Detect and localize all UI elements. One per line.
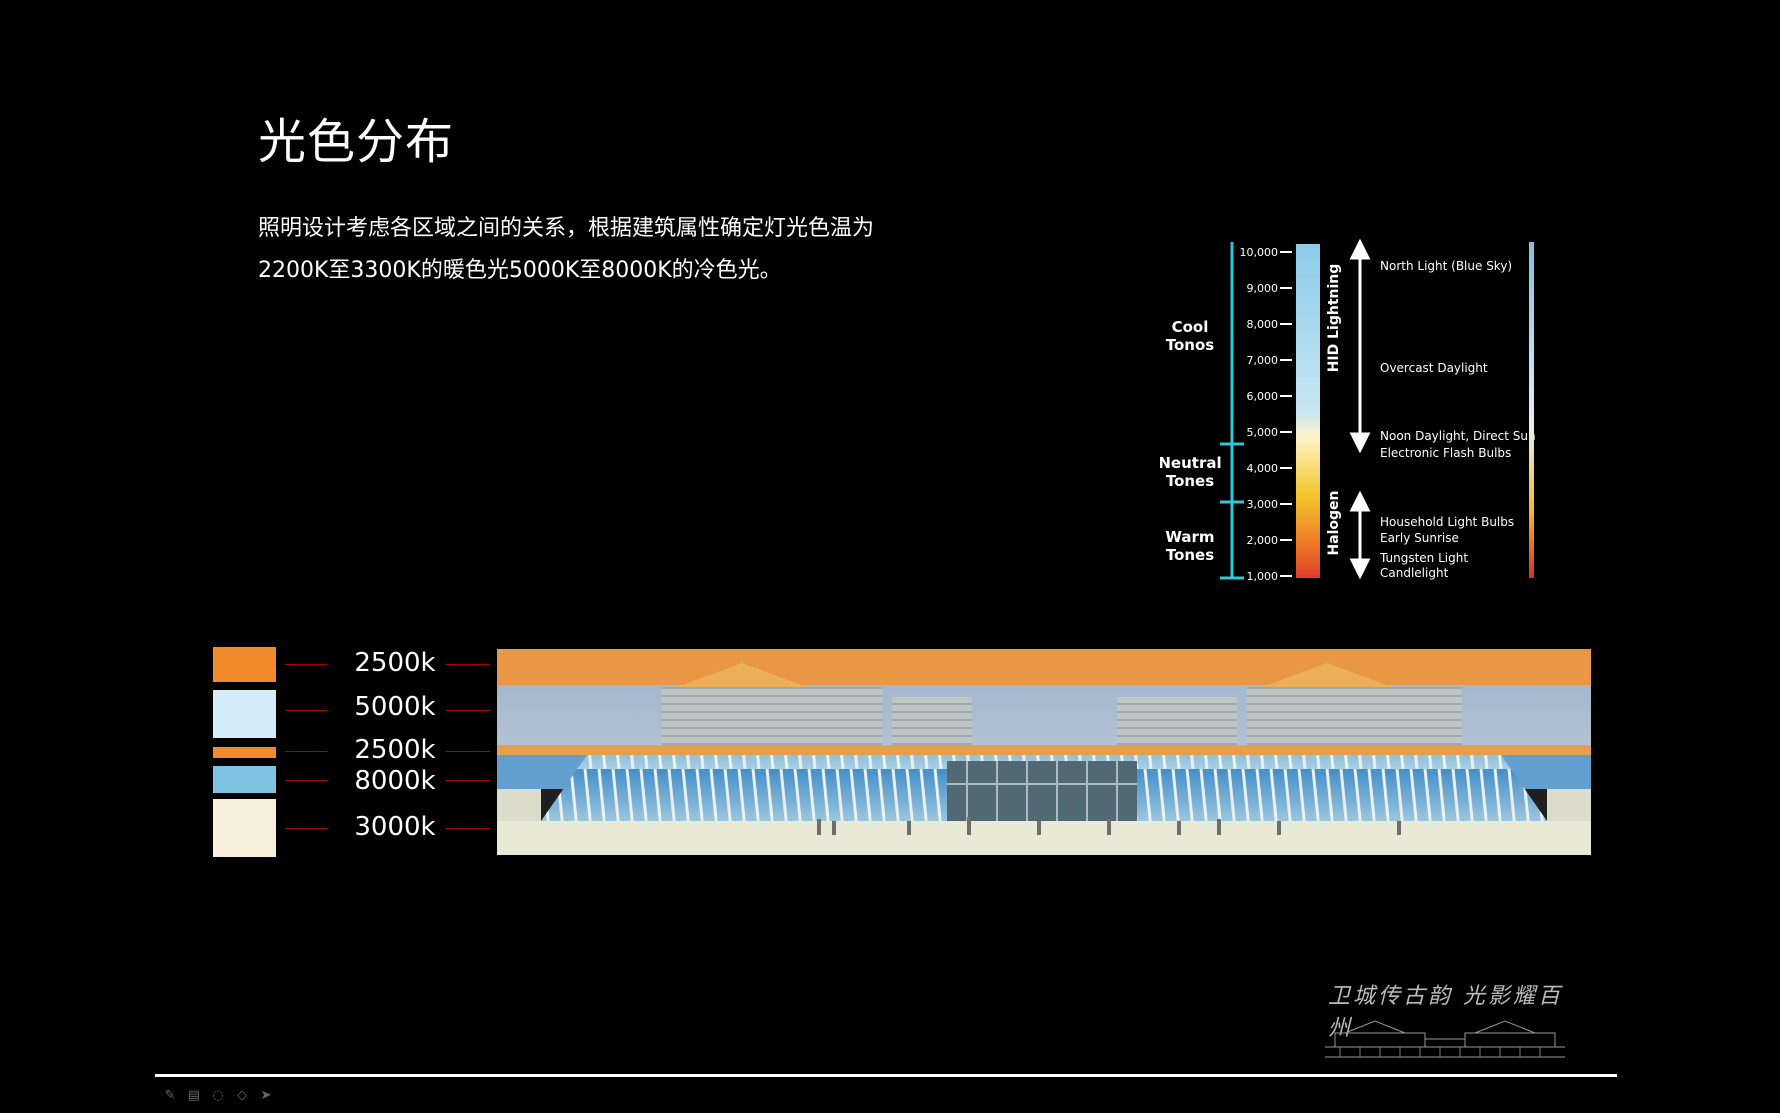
people-silhouettes xyxy=(817,817,1401,835)
swatch-4 xyxy=(213,766,276,793)
tick-label: 1,000 xyxy=(1247,570,1279,583)
swatch-label-4: 8000k xyxy=(354,766,436,796)
swatch-leader-line xyxy=(285,664,327,665)
swatch-leader-line xyxy=(285,828,327,829)
slide-description: 照明设计考虑各区域之间的关系，根据建筑属性确定灯光色温为 2200K至3300K… xyxy=(258,208,958,292)
description-line-2: 2200K至3300K的暖色光5000K至8000K的冷色光。 xyxy=(258,258,782,283)
ground-plaza xyxy=(497,821,1591,855)
source-label: Noon Daylight, Direct Sun xyxy=(1380,429,1536,443)
left-tower-group xyxy=(662,663,972,745)
tick-label: 9,000 xyxy=(1247,282,1279,295)
swatch-label-3: 2500k xyxy=(354,735,436,765)
swatch-leader-line xyxy=(446,780,490,781)
tone-warm-line2: Tones xyxy=(1166,546,1214,564)
roof-warm-band xyxy=(497,649,1591,685)
description-line-1: 照明设计考虑各区域之间的关系，根据建筑属性确定灯光色温为 xyxy=(258,216,875,241)
swatch-label-5: 3000k xyxy=(354,812,436,842)
color-temperature-svg: Cool Tonos Neutral Tones Warm Tones 10,0… xyxy=(1160,238,1536,583)
source-label: North Light (Blue Sky) xyxy=(1380,259,1512,273)
swatch-1 xyxy=(213,647,276,682)
tone-warm-line1: Warm xyxy=(1165,528,1214,546)
right-tower-group xyxy=(1117,663,1462,745)
swatch-3 xyxy=(213,747,276,758)
source-label: Candlelight xyxy=(1380,566,1449,580)
building-elevation xyxy=(497,649,1591,855)
highlighter-icon[interactable]: ◇ xyxy=(237,1088,247,1103)
calligraphy-slogan: 卫城传古韵 光影耀百州 xyxy=(1328,984,1563,1041)
tone-cool-line1: Cool xyxy=(1172,318,1209,336)
pointer-icon[interactable]: ➤ xyxy=(260,1088,272,1103)
swatch-leader-line xyxy=(285,710,327,711)
swatch-leader-line xyxy=(285,780,327,781)
tone-cool-line2: Tonos xyxy=(1166,336,1215,354)
tone-neutral-line2: Tones xyxy=(1166,472,1214,490)
cornice-warm-band xyxy=(497,745,1591,755)
pen-icon[interactable]: ✎ xyxy=(164,1088,176,1103)
footer-building-sketch xyxy=(1325,1013,1565,1063)
tick-label: 5,000 xyxy=(1247,426,1279,439)
swatch-label-1: 2500k xyxy=(354,648,436,678)
arrow-head-icon xyxy=(1349,238,1371,260)
arrow-head-icon xyxy=(1349,558,1371,580)
tick-label: 3,000 xyxy=(1247,498,1279,511)
central-entrance xyxy=(947,761,1137,821)
tone-neutral-line1: Neutral xyxy=(1160,454,1222,472)
swatch-leader-line xyxy=(285,751,327,752)
swatch-5 xyxy=(213,799,276,857)
thin-temperature-bar xyxy=(1529,242,1534,578)
slide-title: 光色分布 xyxy=(258,114,455,170)
arrow-head-icon xyxy=(1349,490,1371,512)
source-label: Overcast Daylight xyxy=(1380,361,1488,375)
board-icon[interactable]: ▤ xyxy=(187,1088,201,1103)
footer-divider xyxy=(155,1074,1617,1077)
tick-label: 2,000 xyxy=(1247,534,1279,547)
swatch-leader-line xyxy=(446,664,490,665)
eraser-icon[interactable]: ◌ xyxy=(212,1088,224,1103)
swatch-leader-line xyxy=(446,710,490,711)
tick-label: 8,000 xyxy=(1247,318,1279,331)
annotation-toolbar: ✎ ▤ ◌ ◇ ➤ xyxy=(162,1088,274,1104)
source-label: Tungsten Light xyxy=(1379,551,1468,565)
swatch-label-2: 5000k xyxy=(354,692,436,722)
swatch-leader-line xyxy=(446,828,490,829)
color-temperature-chart: Cool Tonos Neutral Tones Warm Tones 10,0… xyxy=(1160,238,1540,588)
tick-label: 10,000 xyxy=(1240,246,1279,259)
source-label: Early Sunrise xyxy=(1380,531,1459,545)
source-label: Electronic Flash Bulbs xyxy=(1380,446,1511,460)
tick-label: 6,000 xyxy=(1247,390,1279,403)
tick-label: 7,000 xyxy=(1247,354,1279,367)
tick-label: 4,000 xyxy=(1247,462,1279,475)
swatch-leader-line xyxy=(446,751,490,752)
halogen-label: Halogen xyxy=(1326,490,1342,555)
swatch-2 xyxy=(213,690,276,738)
source-label: Household Light Bulbs xyxy=(1380,515,1514,529)
arrow-head-icon xyxy=(1349,432,1371,454)
hid-lightning-label: HID Lightning xyxy=(1326,264,1342,373)
temperature-gradient-bar xyxy=(1296,244,1320,578)
